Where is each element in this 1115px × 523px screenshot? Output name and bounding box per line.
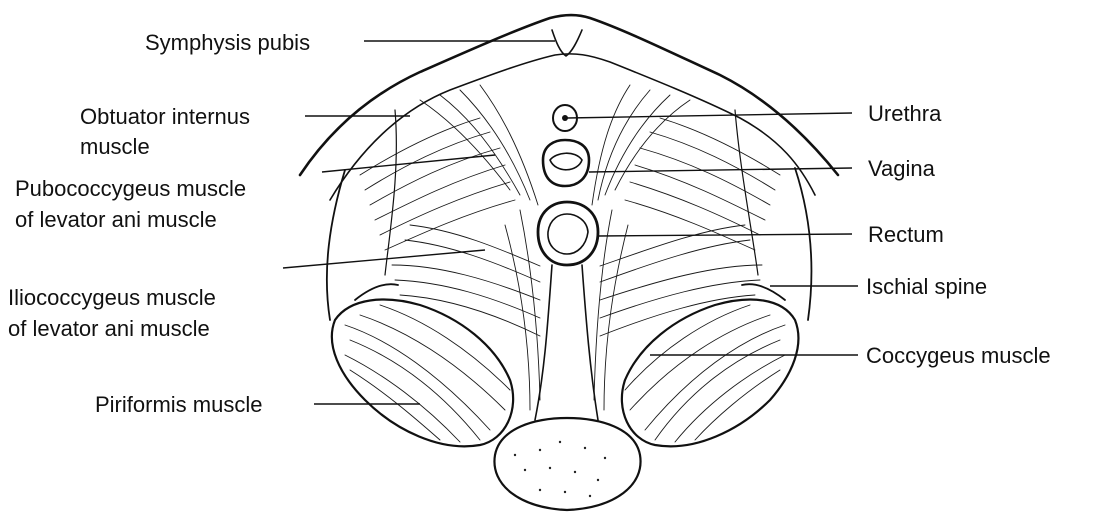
sacrum-dots xyxy=(514,441,606,497)
labels: Symphysis pubis Obtuator internus muscle… xyxy=(8,30,1051,417)
label-iliococcygeus-line1: Iliococcygeus muscle xyxy=(8,285,216,310)
leader-iliococcygeus xyxy=(283,250,485,268)
central-fibers xyxy=(505,210,628,410)
label-rectum: Rectum xyxy=(868,222,944,247)
pelvic-side-left xyxy=(327,170,345,320)
label-obturator-internus-line1: Obtuator internus xyxy=(80,104,250,129)
label-symphysis-pubis: Symphysis pubis xyxy=(145,30,310,55)
label-pubococcygeus-line1: Pubococcygeus muscle xyxy=(15,176,246,201)
leader-pubococcygeus xyxy=(322,155,495,172)
label-piriformis-muscle: Piriformis muscle xyxy=(95,392,262,417)
leader-lines xyxy=(283,41,858,404)
label-coccygeus-muscle: Coccygeus muscle xyxy=(866,343,1051,368)
symphysis-pubis-shape xyxy=(552,30,582,56)
coccygeus-fibers-right xyxy=(625,305,785,442)
ischial-spine-left xyxy=(355,284,398,300)
label-pubococcygeus-line2: of levator ani muscle xyxy=(15,207,217,232)
label-vagina: Vagina xyxy=(868,156,936,181)
label-iliococcygeus-line2: of levator ani muscle xyxy=(8,316,210,341)
piriformis-fibers-left xyxy=(345,305,510,442)
pelvic-side-right xyxy=(795,168,812,320)
arcus-tendineus-right xyxy=(735,110,758,275)
leader-urethra xyxy=(567,113,852,118)
vagina-shape xyxy=(543,140,589,186)
arcus-tendineus-left xyxy=(385,110,396,275)
obturator-fibers-right xyxy=(592,85,780,250)
label-obturator-internus-line2: muscle xyxy=(80,134,150,159)
obturator-fibers-left xyxy=(360,85,538,250)
sacrum-shape xyxy=(494,418,640,510)
pelvic-outline-left xyxy=(300,15,838,175)
leader-rectum xyxy=(598,234,852,236)
label-ischial-spine: Ischial spine xyxy=(866,274,987,299)
pelvic-floor-illustration xyxy=(300,15,838,510)
label-urethra: Urethra xyxy=(868,101,942,126)
rectum-shape xyxy=(538,202,598,265)
anococcygeal-raphe xyxy=(535,265,598,420)
leader-vagina xyxy=(589,168,852,172)
